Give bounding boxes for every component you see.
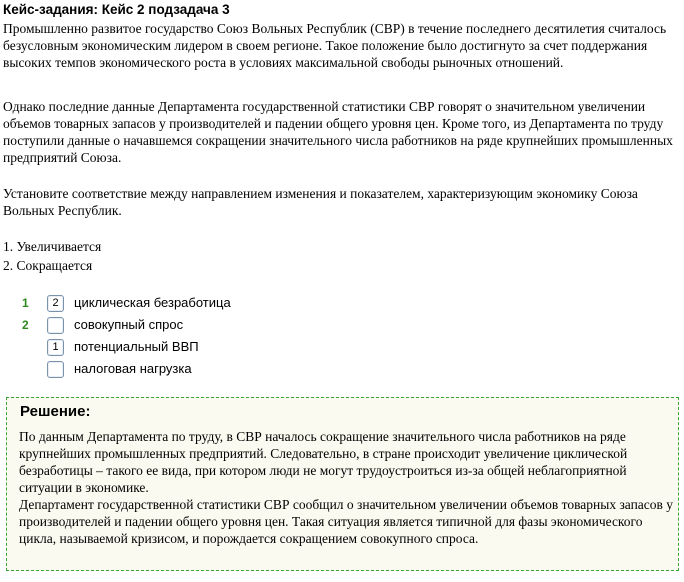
case-paragraph-intro: Промышленно развитое государство Союз Во… <box>3 21 667 70</box>
indicator-label: налоговая нагрузка <box>74 361 192 376</box>
indicator-label: потенциальный ВВП <box>74 339 199 354</box>
answer-box[interactable]: 1 <box>47 339 64 356</box>
match-number: 1 <box>22 296 29 310</box>
solution-panel: Решение: По данным Департамента по труду… <box>6 397 679 571</box>
answer-box[interactable] <box>47 317 64 334</box>
option-increase: 1. Увеличивается <box>3 239 102 254</box>
answer-box[interactable]: 2 <box>47 295 64 312</box>
match-row: 1 потенциальный ВВП <box>0 338 300 358</box>
indicator-label: циклическая безработица <box>74 295 231 310</box>
match-row: налоговая нагрузка <box>0 360 300 380</box>
solution-text: По данным Департамента по труду, в СВР н… <box>19 429 674 546</box>
task-instruction: Установите соответствие между направлени… <box>3 186 638 218</box>
option-decrease: 2. Сокращается <box>3 258 93 273</box>
task-title: Кейс-задания: Кейс 2 подзадача 3 <box>3 2 230 17</box>
solution-heading: Решение: <box>20 403 91 420</box>
match-row: 1 2 циклическая безработица <box>0 294 300 314</box>
case-paragraph-data: Однако последние данные Департамента гос… <box>3 99 673 165</box>
match-number: 2 <box>22 318 29 332</box>
indicator-label: совокупный спрос <box>74 317 184 332</box>
match-row: 2 совокупный спрос <box>0 316 300 336</box>
answer-box[interactable] <box>47 361 64 378</box>
